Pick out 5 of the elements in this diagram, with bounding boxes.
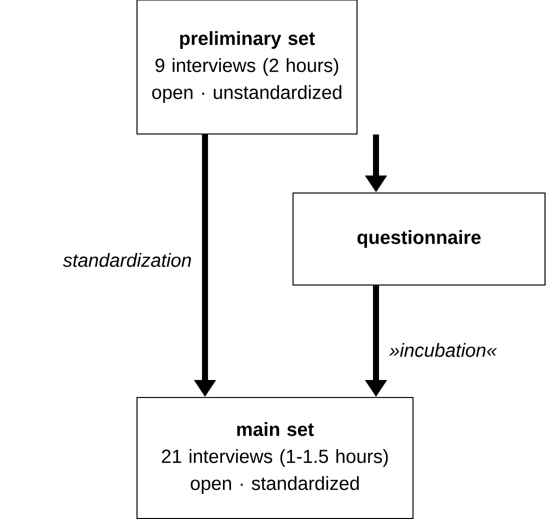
edge-label: standardization [62, 252, 193, 268]
process-box: preliminary set 9 interviews (2 hours) open · unstandardized [136, 0, 358, 134]
process-box: questionnaire [292, 192, 546, 286]
process-box: main set 21 interviews (1-1.5 hours) open · standardized [136, 397, 414, 519]
edge-label: »incubation« [388, 342, 498, 358]
